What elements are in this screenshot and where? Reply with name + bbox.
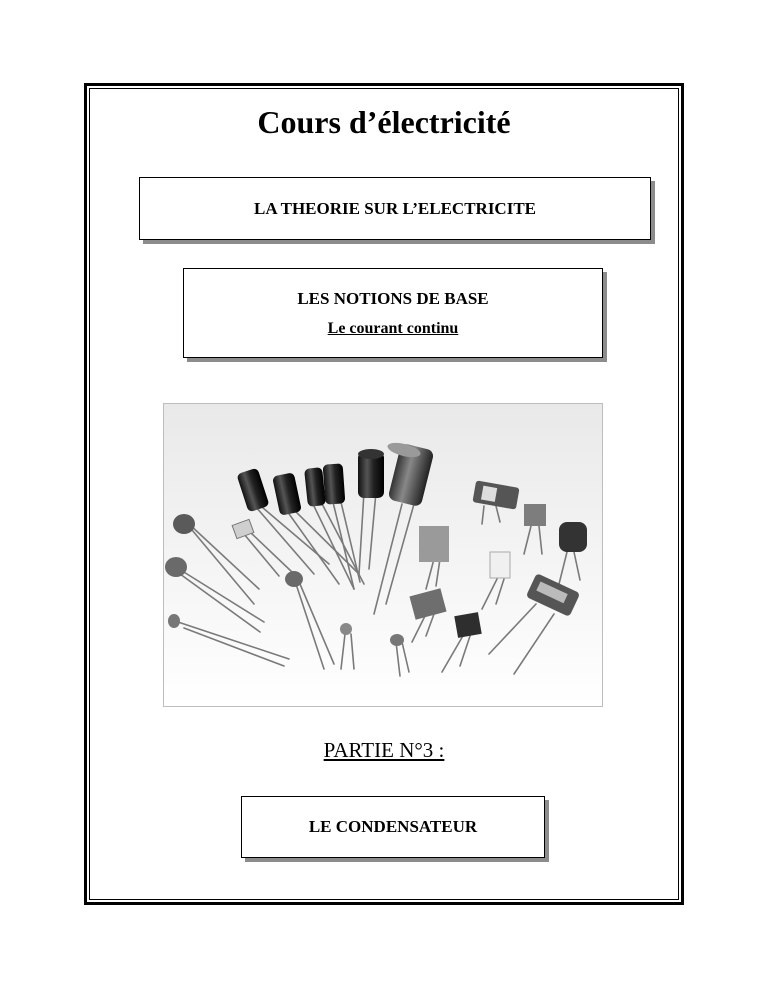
- part-number: PARTIE N°3 :: [0, 738, 768, 763]
- electrolytic-capacitors-icon: [237, 442, 434, 515]
- part-label: PARTIE N°3 :: [323, 738, 445, 762]
- document-title: Cours d’électricité: [257, 104, 511, 140]
- topic-sublabel: Le courant continu: [327, 319, 459, 337]
- capacitors-illustration: [164, 404, 602, 706]
- chapter-box: LE CONDENSATEUR: [241, 796, 545, 858]
- chapter-label: LE CONDENSATEUR: [308, 817, 478, 836]
- section-box: LA THEORIE SUR L’ELECTRICITE: [139, 177, 651, 240]
- film-capacitors-icon: [409, 480, 587, 638]
- topic-label: LES NOTIONS DE BASE: [297, 288, 489, 308]
- capacitors-photo: [163, 403, 603, 707]
- topic-box: LES NOTIONS DE BASE Le courant continu: [183, 268, 603, 358]
- ceramic-disk-capacitors-icon: [165, 514, 404, 646]
- page-border-inner: [89, 88, 679, 900]
- page-border-outer: [84, 83, 684, 905]
- section-label: LA THEORIE SUR L’ELECTRICITE: [253, 198, 537, 218]
